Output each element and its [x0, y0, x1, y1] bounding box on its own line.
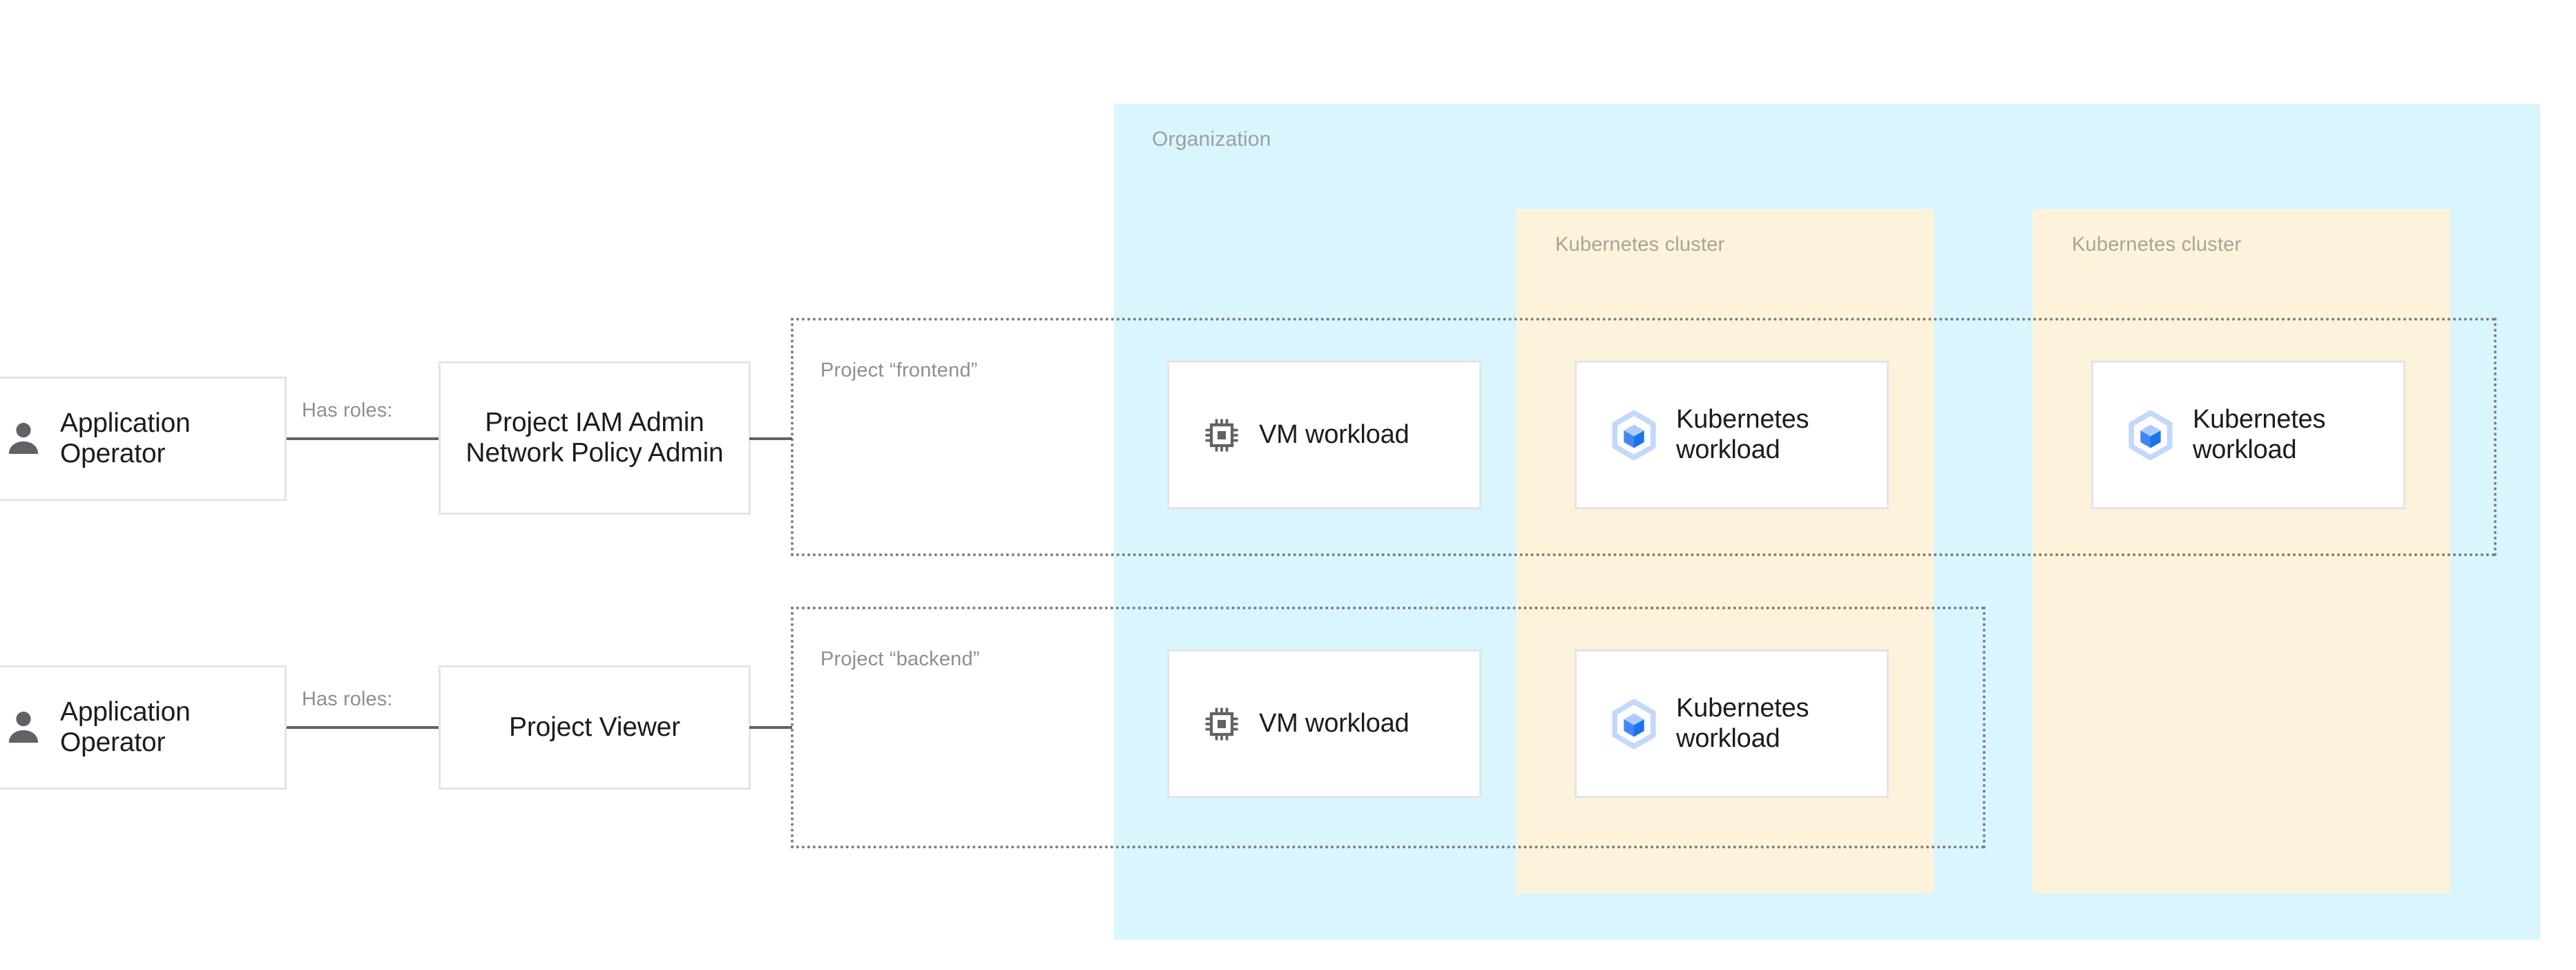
chip-icon — [1205, 707, 1238, 740]
workload-card-kubernetes-backend-cluster1[interactable]: Kubernetes workload — [1575, 649, 1889, 798]
actor-label: Application Operator — [60, 408, 191, 468]
organization-label: Organization — [1152, 128, 1271, 151]
workload-label: Kubernetes workload — [1676, 405, 1809, 464]
project-frontend-boundary — [791, 318, 2497, 556]
kubernetes-cluster-2-container — [2032, 209, 2450, 893]
project-frontend-label: Project “frontend” — [820, 359, 978, 381]
person-icon — [8, 712, 39, 743]
kubernetes-icon — [1612, 698, 1656, 749]
role-card-project-iam-admin-network-policy-admin[interactable]: Project IAM Admin Network Policy Admin — [439, 361, 751, 515]
project-backend-label: Project “backend” — [820, 648, 980, 670]
workload-card-kubernetes-frontend-cluster1[interactable]: Kubernetes workload — [1575, 361, 1889, 509]
connector-actor-to-role-1 — [287, 437, 440, 440]
chip-icon — [1205, 418, 1238, 451]
workload-label: VM workload — [1259, 708, 1410, 738]
person-icon — [8, 423, 39, 454]
role-card-project-viewer[interactable]: Project Viewer — [439, 665, 751, 790]
workload-label: Kubernetes workload — [2193, 405, 2326, 464]
connector-role-to-project-1 — [749, 437, 792, 440]
kubernetes-cluster-1-label: Kubernetes cluster — [1555, 234, 1725, 256]
workload-card-vm-frontend[interactable]: VM workload — [1167, 361, 1481, 509]
workload-card-vm-backend[interactable]: VM workload — [1167, 649, 1481, 798]
workload-card-kubernetes-frontend-cluster2[interactable]: Kubernetes workload — [2091, 361, 2405, 509]
actor-label: Application Operator — [60, 697, 191, 757]
project-backend-boundary — [791, 607, 1986, 848]
workload-label: Kubernetes workload — [1676, 694, 1809, 753]
role-label: Project IAM Admin Network Policy Admin — [465, 408, 724, 468]
connector-role-to-project-2 — [749, 726, 792, 729]
role-label: Project Viewer — [509, 712, 680, 743]
kubernetes-icon — [1612, 410, 1656, 460]
relation-label-has-roles-2: Has roles: — [302, 688, 393, 710]
actor-card-application-operator-2[interactable]: Application Operator — [0, 665, 287, 790]
kubernetes-icon — [2128, 410, 2173, 460]
relation-label-has-roles-1: Has roles: — [302, 399, 393, 421]
workload-label: VM workload — [1259, 419, 1410, 449]
actor-card-application-operator-1[interactable]: Application Operator — [0, 377, 287, 501]
kubernetes-cluster-2-label: Kubernetes cluster — [2072, 234, 2242, 256]
connector-actor-to-role-2 — [287, 726, 440, 729]
